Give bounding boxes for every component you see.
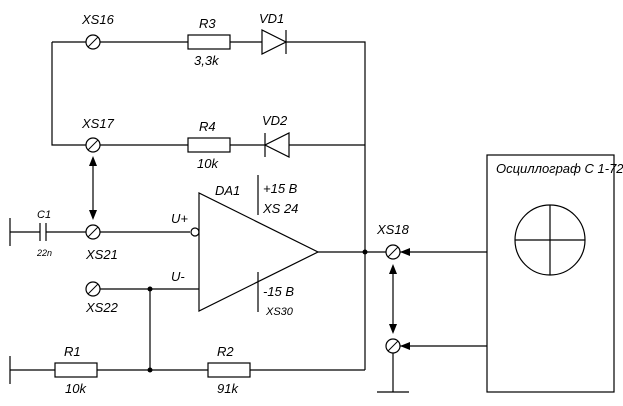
output-sockets [365, 244, 487, 393]
label-r3-name: R3 [199, 16, 216, 31]
label-in-minus: U- [171, 269, 185, 284]
resistor-r2 [207, 362, 251, 378]
label-r2-value: 91k [217, 381, 239, 396]
diode-vd1 [261, 29, 288, 55]
label-supply-pos: +15 B [263, 181, 298, 196]
branch-r1-r2 [9, 289, 365, 384]
label-r3-value: 3,3k [194, 53, 220, 68]
diode-vd2 [263, 132, 290, 158]
label-r1-value: 10k [65, 381, 87, 396]
branch-xs17-r4-vd2 [51, 42, 365, 158]
label-oscilloscope: Осциллограф С 1-72 [496, 161, 623, 176]
label-r4-value: 10k [197, 156, 219, 171]
label-da1: DA1 [215, 183, 240, 198]
label-c1-name: C1 [37, 209, 51, 221]
input-c1-xs21 [9, 218, 200, 246]
capacitor-c1 [39, 223, 47, 241]
label-xs22: XS22 [85, 300, 119, 315]
label-in-plus: U+ [171, 211, 188, 226]
label-c1-value: 22n [36, 248, 52, 258]
label-xs16: XS16 [81, 12, 115, 27]
oscilloscope-box [486, 154, 615, 393]
label-supply-neg: -15 B [263, 284, 294, 299]
resistor-r3 [187, 34, 231, 50]
label-xs18: XS18 [376, 222, 410, 237]
resistor-r4 [187, 137, 231, 153]
jumper-xs17-xs21 [89, 156, 97, 220]
label-vd1: VD1 [259, 11, 284, 26]
branch-xs16-r3-vd1 [52, 29, 366, 370]
label-r1-name: R1 [64, 344, 81, 359]
label-r2-name: R2 [217, 344, 234, 359]
label-xs24: XS 24 [262, 201, 298, 216]
opamp-da1 [150, 175, 368, 312]
label-xs17: XS17 [81, 116, 115, 131]
label-r4-name: R4 [199, 119, 216, 134]
label-xs30: XS30 [265, 306, 294, 318]
resistor-r1 [54, 362, 98, 378]
oscilloscope [486, 154, 615, 393]
label-xs21: XS21 [85, 247, 118, 262]
input-xs22 [85, 281, 153, 297]
label-vd2: VD2 [262, 113, 288, 128]
